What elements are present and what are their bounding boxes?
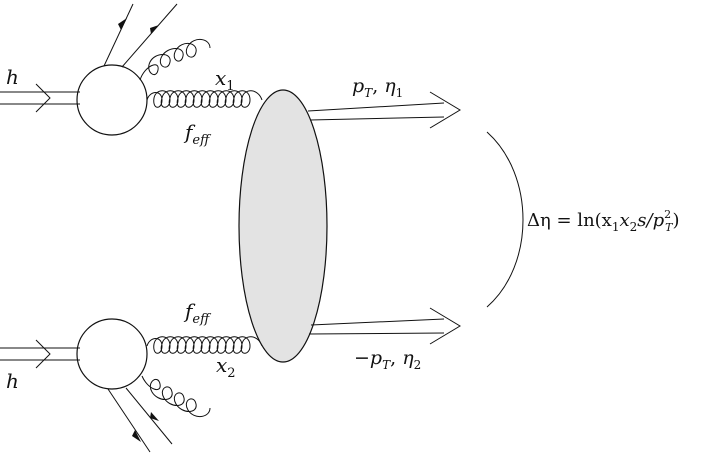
label-feff-bottom: feff	[183, 299, 212, 327]
spectator-gluon-top	[139, 39, 211, 81]
label-h-bottom: h	[6, 369, 19, 393]
top-hadron	[0, 3, 211, 136]
bottom-hadron-circle	[76, 318, 148, 390]
rapidity-gap-arc	[486, 131, 524, 308]
label-x1: x1	[215, 66, 235, 94]
spectator-gluon-bottom	[141, 375, 211, 417]
jet-1-arrow	[307, 91, 461, 129]
label-jet1: pT, η1	[352, 75, 403, 100]
label-feff-top: feff	[183, 120, 212, 148]
label-jet2: −pT, η2	[354, 347, 421, 372]
gluon-x1	[146, 90, 263, 108]
top-hadron-circle	[76, 64, 148, 136]
bottom-hadron	[0, 318, 211, 453]
jet-2-arrow	[308, 307, 461, 345]
hard-scattering-blob	[238, 89, 328, 363]
label-h-top: h	[6, 65, 19, 89]
label-x2: x2	[216, 353, 236, 381]
gluon-x2	[146, 336, 263, 354]
